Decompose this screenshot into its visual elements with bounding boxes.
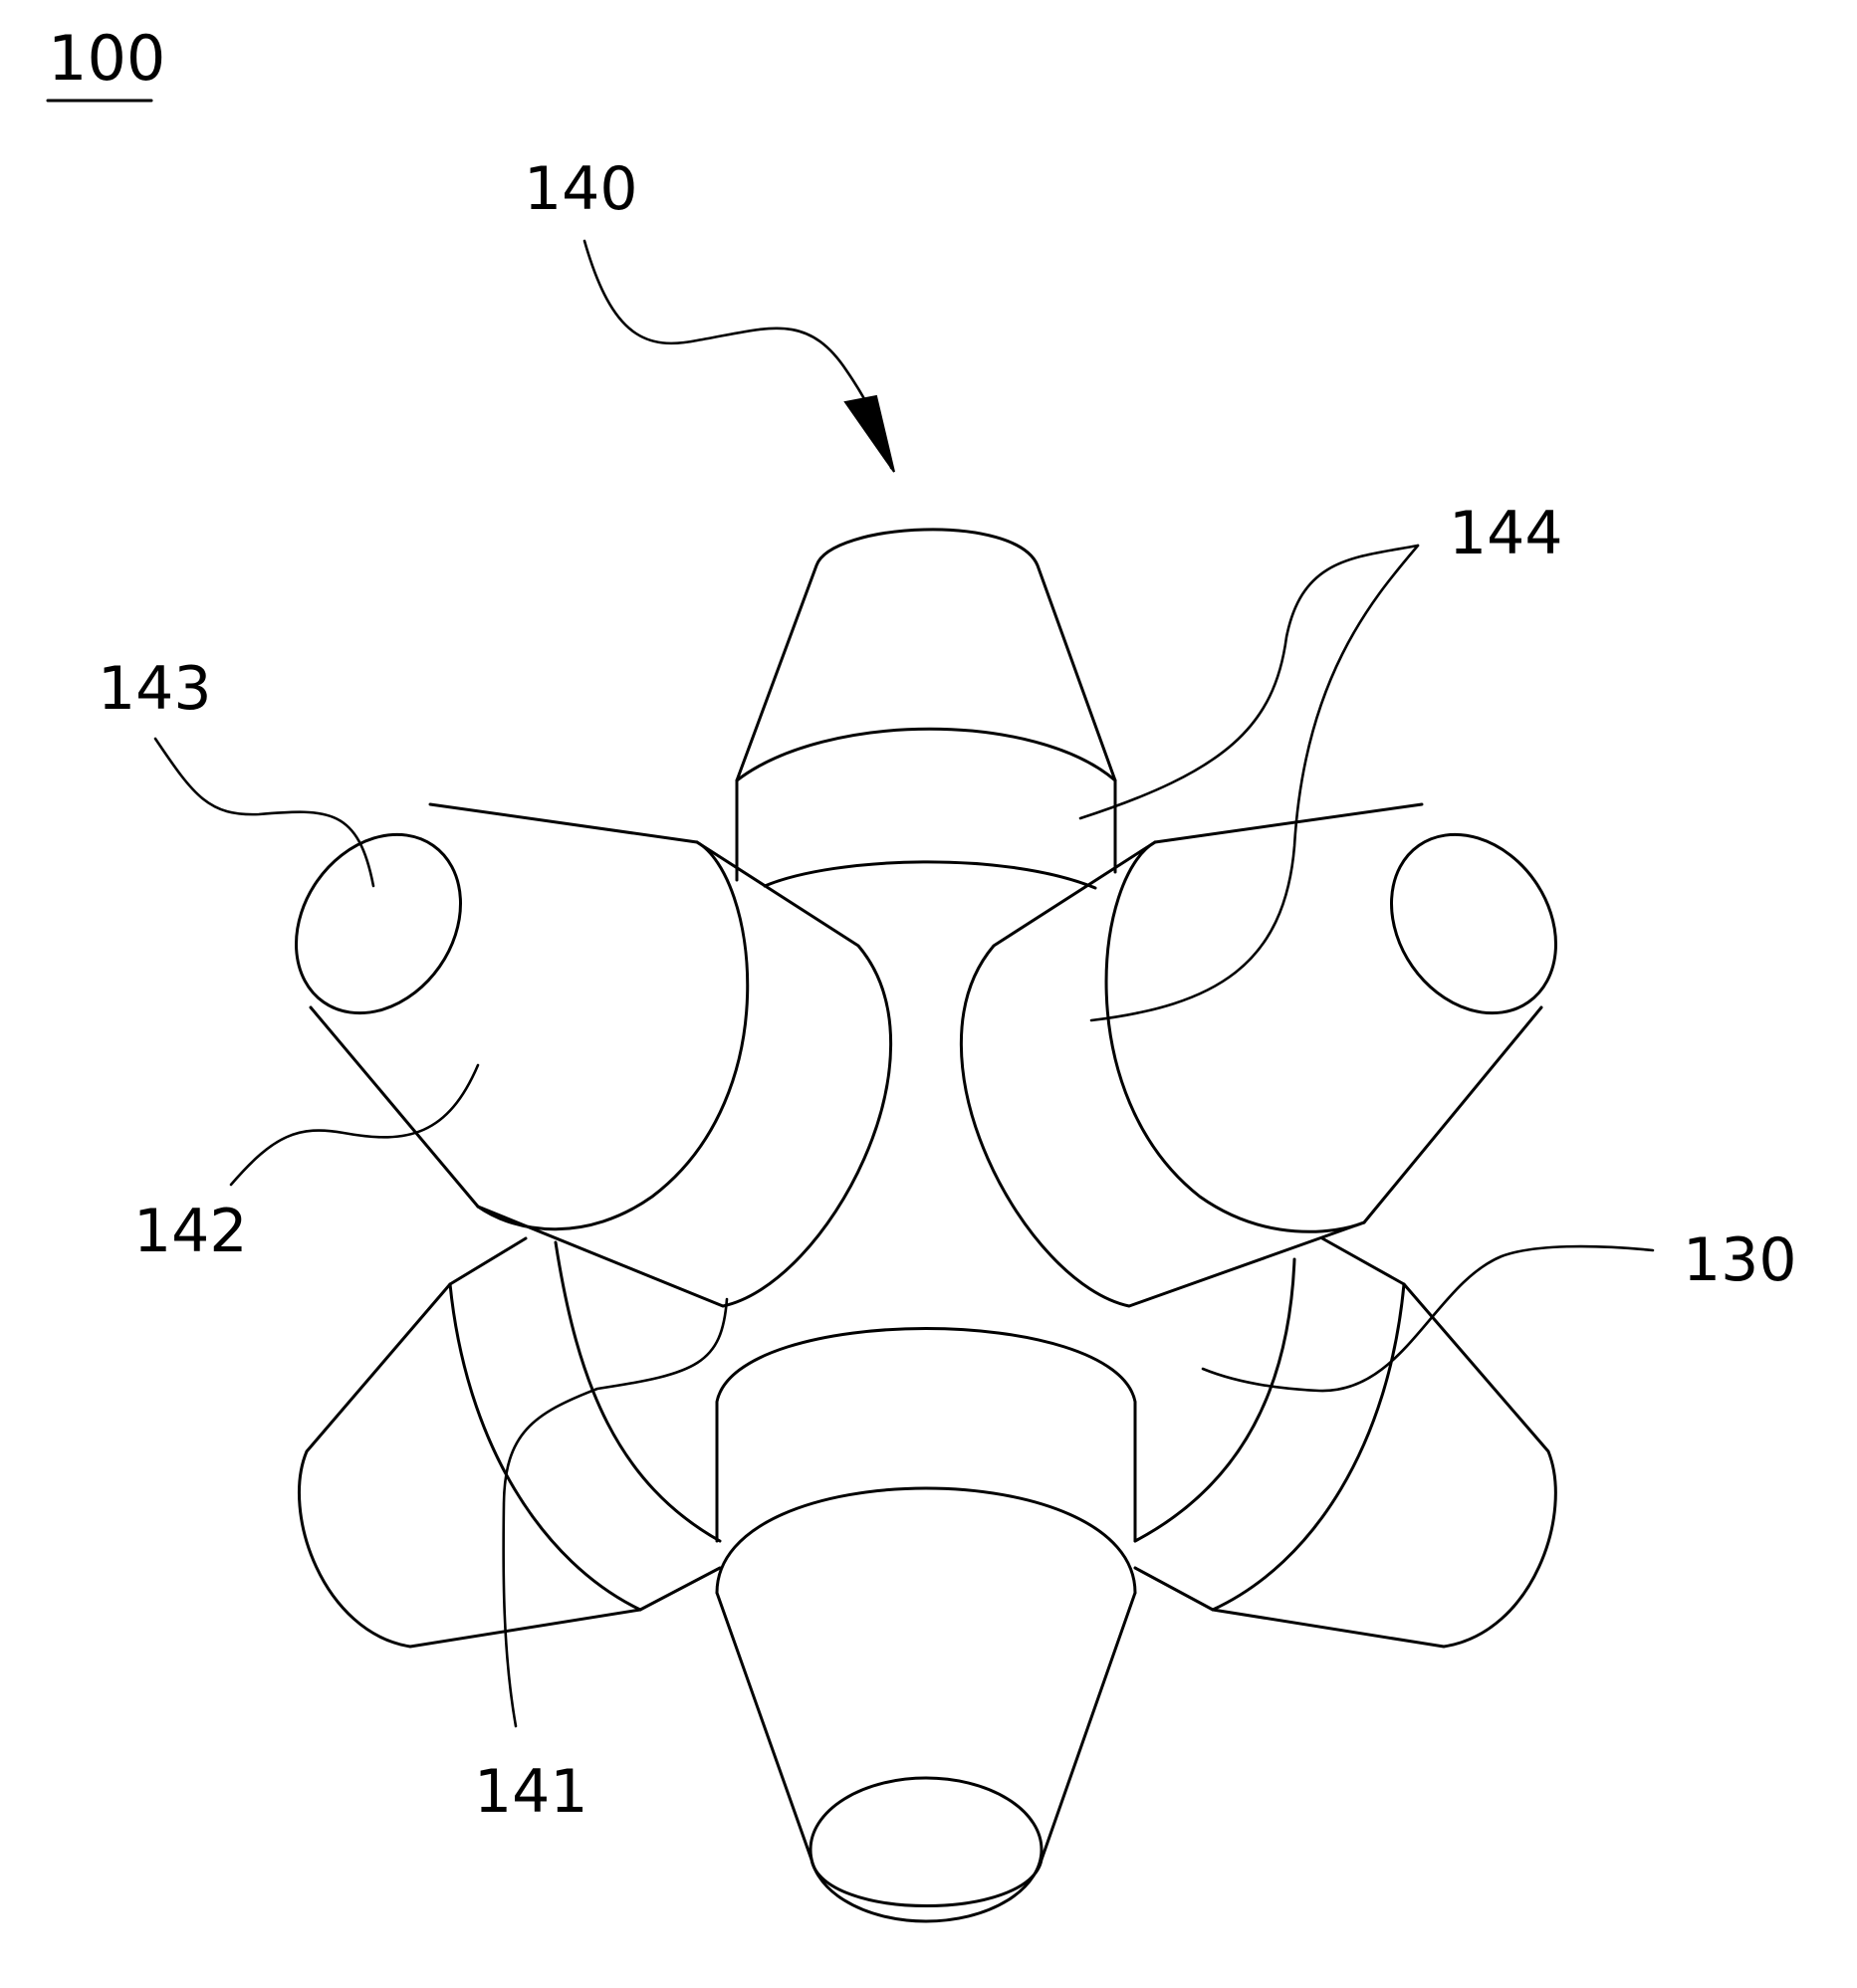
label-142: 142 (133, 1197, 248, 1266)
central-body-130 (554, 860, 1296, 1543)
label-130: 130 (1683, 1225, 1797, 1295)
label-144: 144 (1449, 499, 1563, 568)
lower-left-protrusion (298, 1236, 722, 1649)
label-141: 141 (474, 1757, 588, 1827)
arrow-140 (582, 239, 895, 473)
upper-left-protrusion (294, 802, 893, 1308)
lower-right-protrusion (1133, 1236, 1557, 1649)
figure-number: 100 (48, 22, 165, 95)
leader-lines (153, 544, 1655, 1728)
label-140: 140 (524, 154, 638, 224)
bottom-protrusion-141 (715, 1327, 1137, 1923)
upper-right-protrusion (959, 802, 1558, 1308)
top-protrusion (735, 528, 1117, 882)
label-143: 143 (98, 654, 212, 724)
